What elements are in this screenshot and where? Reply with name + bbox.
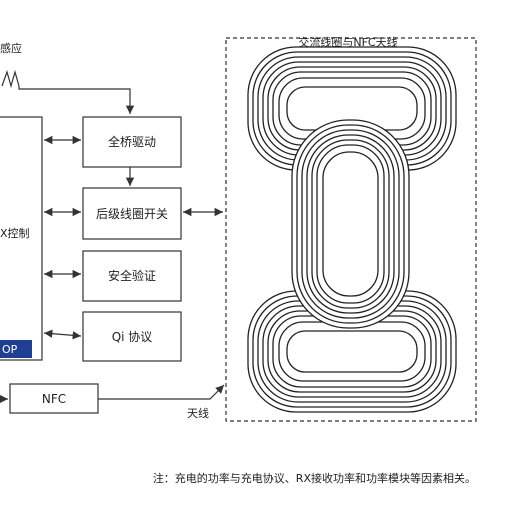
coil-switch-label: 后级线圈开关: [96, 207, 168, 221]
coil-switch-block: 后级线圈开关: [82, 187, 182, 240]
footnote: 注：充电的功率与充电协议、RX接收功率和功率模块等因素相关。: [153, 471, 476, 485]
op-badge: [0, 340, 32, 358]
coil-region-label: 交流线圈与NFC天线: [298, 35, 397, 49]
mcu-block: [0, 116, 43, 361]
coil-region-border: [225, 37, 477, 422]
nfc-label: NFC: [42, 392, 66, 406]
full-bridge-block: 全桥驱动: [82, 116, 182, 168]
sense-coil-symbol: [1, 69, 20, 89]
security-label: 安全验证: [108, 268, 156, 283]
security-block: 安全验证: [82, 250, 182, 302]
op-badge-text: OP: [2, 343, 18, 356]
mcu-qi-arrow: [43, 329, 82, 340]
sense-label: 感应: [0, 41, 22, 55]
nfc-block: NFC: [9, 383, 99, 414]
qi-protocol-label: Qi 协议: [112, 329, 153, 344]
center-coil: [291, 119, 410, 329]
sense-to-bridge-line: [18, 86, 135, 114]
antenna-label: 天线: [187, 406, 209, 420]
mcu-label: X控制: [0, 226, 30, 240]
qi-protocol-block: Qi 协议: [82, 311, 182, 362]
full-bridge-label: 全桥驱动: [108, 134, 156, 149]
nfc-antenna-line: [98, 384, 225, 400]
